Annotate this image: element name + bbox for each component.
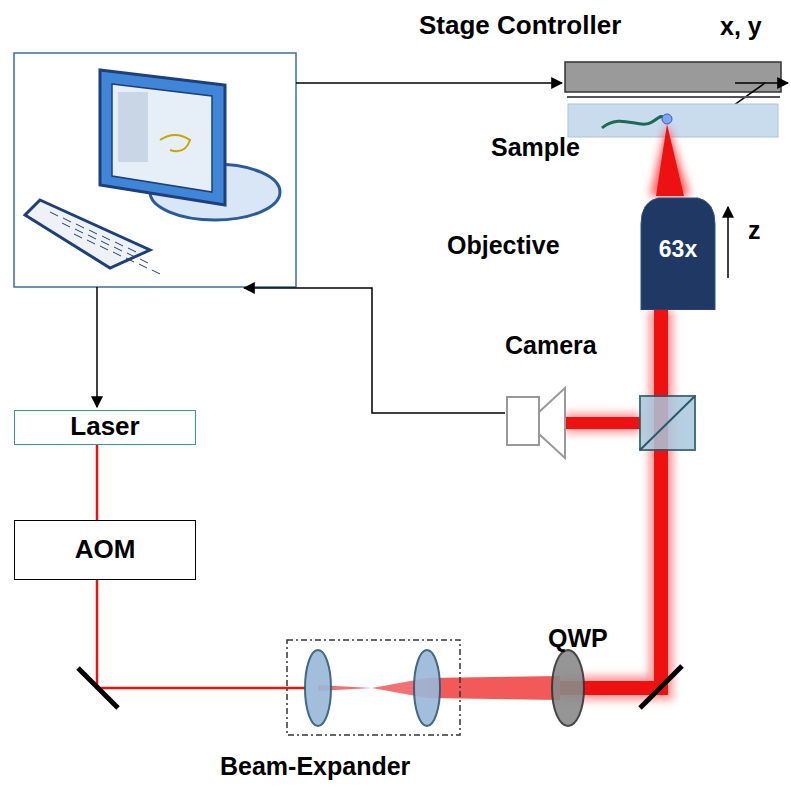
aom-box: AOM — [14, 520, 196, 580]
node-text: 63x — [632, 236, 724, 263]
node-text: Stage Controller — [419, 10, 621, 41]
computer-icon — [25, 70, 280, 274]
node-text: Laser — [15, 411, 195, 442]
laser-box: Laser — [14, 410, 196, 445]
part-label: Sample — [491, 133, 580, 162]
axis-label: x, y — [720, 12, 762, 41]
mirror — [78, 668, 118, 708]
objective-lens: 63x — [632, 196, 724, 310]
part-label: Beam-Expander — [220, 752, 410, 781]
axis-label: z — [748, 216, 761, 245]
part-label: Objective — [447, 231, 560, 260]
beam-expander-box — [287, 640, 460, 735]
laser-beam — [96, 445, 99, 520]
sample-slide — [568, 104, 778, 137]
mirror — [640, 666, 682, 708]
computer-box — [14, 53, 296, 287]
part-label: Camera — [505, 331, 597, 360]
beam-splitter — [640, 396, 695, 450]
part-label: QWP — [548, 624, 608, 653]
stage-bar — [565, 62, 781, 92]
node-text: AOM — [15, 534, 195, 565]
stage-controller: Stage Controller — [565, 62, 781, 92]
qwp-plate — [552, 650, 584, 726]
camera-icon — [507, 388, 565, 458]
